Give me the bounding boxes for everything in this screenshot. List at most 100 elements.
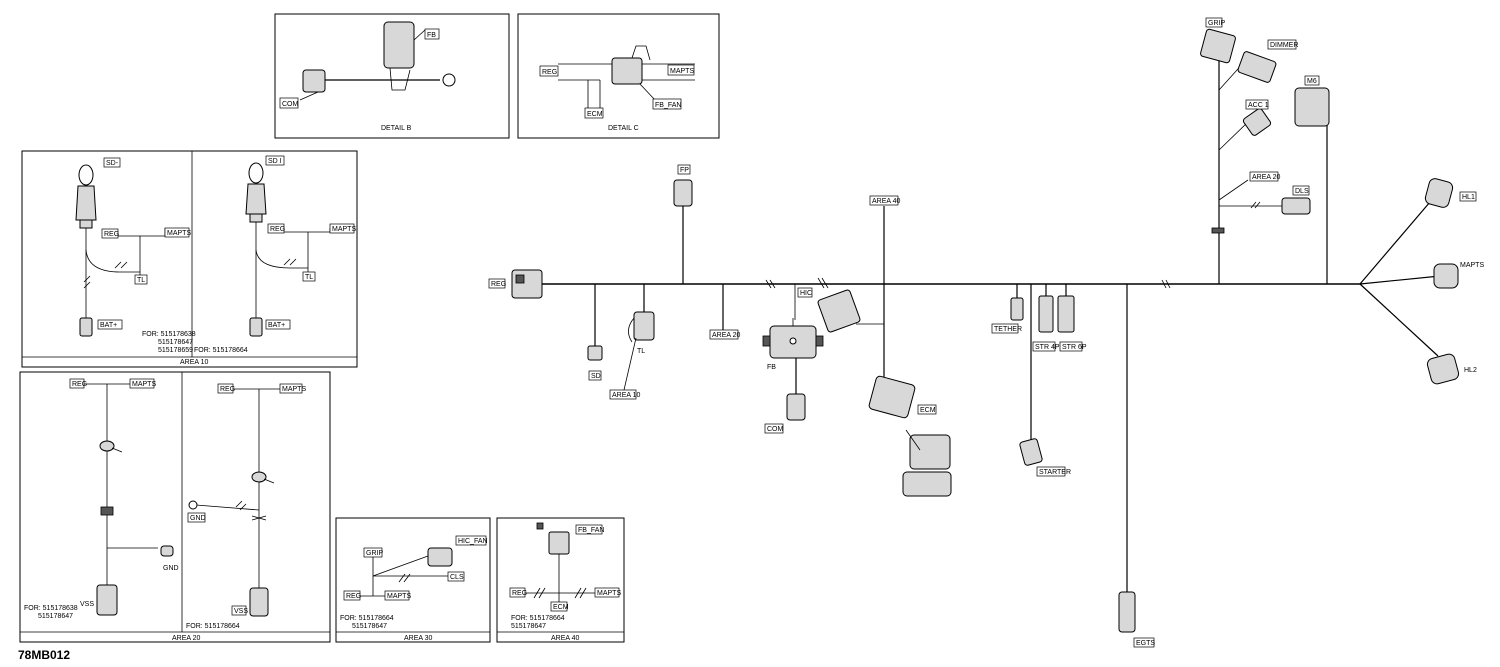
detail-b-fb-label: FB xyxy=(427,32,436,39)
area10-left-note-1: FOR: 515178638 xyxy=(142,331,196,338)
main-harness: REG FP AREA 40 HIC SD TL AREA 10 AR xyxy=(488,17,1484,648)
hl1-connector xyxy=(1424,178,1454,208)
area30-cls-label: CLS xyxy=(450,574,464,581)
grip-connector xyxy=(1200,28,1236,64)
fp-label: FP xyxy=(680,167,689,174)
str6p-label: STR 6P xyxy=(1062,344,1087,351)
area30-note-2: 515178647 xyxy=(352,623,387,630)
area10-right-batplus-label: BAT+ xyxy=(268,322,285,329)
reg-connector xyxy=(511,269,543,299)
drawing-code: 78MB012 xyxy=(18,648,70,662)
hl2-label: HL2 xyxy=(1464,367,1477,374)
m6-label: M6 xyxy=(1307,78,1317,85)
area30-mapts-label: MAPTS xyxy=(387,593,411,600)
area30-hicfan-label: HIC_FAN xyxy=(458,538,488,545)
area40-mapts-label: MAPTS xyxy=(597,590,621,597)
area10-left-mapts-label: MAPTS xyxy=(167,230,191,237)
detail-c-caption: DETAIL C xyxy=(608,125,639,132)
detail-c-fbfan-label: FB_FAN xyxy=(655,102,681,109)
grip-label: GRIP xyxy=(1208,20,1225,27)
area30-note-1: FOR: 515178664 xyxy=(340,615,394,622)
dimmer-connector xyxy=(1237,51,1277,83)
dls-connector xyxy=(1281,197,1311,215)
vss-sensor-left xyxy=(96,584,118,616)
area20-left-reg-label: REG xyxy=(72,381,87,388)
area40-main-label: AREA 40 xyxy=(872,198,901,205)
area40-note-2: 515178647 xyxy=(511,623,546,630)
bat-plus-terminal-left xyxy=(79,317,93,337)
egts-connector xyxy=(1118,591,1136,633)
area10-left-tl-label: TL xyxy=(137,277,145,284)
area40-note-1: FOR: 515178664 xyxy=(511,615,565,622)
area10-left-batplus-label: BAT+ xyxy=(100,322,117,329)
area20-upper-label: AREA 20 xyxy=(1252,174,1281,181)
area20-right-mapts-label: MAPTS xyxy=(282,386,306,393)
mapts-main-label: MAPTS xyxy=(1460,262,1484,269)
sd-connector xyxy=(587,345,603,361)
egts-label: EGTS xyxy=(1136,640,1155,647)
area-20-caption: AREA 20 xyxy=(172,635,201,642)
area10-right-sd-label: SD I xyxy=(268,158,282,165)
sd-key-switch-left xyxy=(78,164,94,186)
area10-main-label: AREA 10 xyxy=(612,392,641,399)
fb-relay-body xyxy=(383,21,415,69)
area30-reg-label: REG xyxy=(346,593,361,600)
ecm-connector-b xyxy=(909,434,951,470)
area-10-caption: AREA 10 xyxy=(180,359,209,366)
dls-label: DLS xyxy=(1295,188,1309,195)
area10-right-mapts-label: MAPTS xyxy=(332,226,356,233)
bat-plus-terminal-right xyxy=(249,317,263,337)
ecm-connector-a xyxy=(868,375,916,419)
area10-left-note-3: 515178659 xyxy=(158,347,193,354)
area10-left-reg-label: REG xyxy=(104,231,119,238)
tl-connector xyxy=(633,311,655,341)
detail-b-com-label: COM xyxy=(282,101,299,108)
area20-main-label: AREA 20 xyxy=(712,332,741,339)
detail-c-reg-label: REG xyxy=(542,69,557,76)
area40-fbfan-label: FB_FAN xyxy=(578,527,604,534)
sd-key-switch-right xyxy=(248,162,264,184)
com-connector xyxy=(302,69,326,93)
hl1-label: HL1 xyxy=(1462,194,1475,201)
ecm-label: ECM xyxy=(920,407,936,414)
area20-left-note-1: FOR: 515178638 xyxy=(24,605,78,612)
reg-label: REG xyxy=(491,281,506,288)
area-20-panel: AREA 20 REG MAPTS GND VSS FOR: 515178638… xyxy=(19,371,331,643)
com-main-connector xyxy=(786,393,806,421)
sd-label: SD xyxy=(591,373,601,380)
area10-right-reg-label: REG xyxy=(270,226,285,233)
fp-connector xyxy=(673,179,693,207)
tether-label: TETHER xyxy=(994,326,1022,333)
area-10-panel: AREA 10 SD- REG MAPTS TL BAT+ FOR: 51517… xyxy=(21,150,358,368)
area20-left-note-2: 515178647 xyxy=(38,613,73,620)
area-30-panel: AREA 30 HIC_FAN GRIP CLS REG MAPTS FOR: … xyxy=(335,517,491,643)
vss-sensor-right xyxy=(249,587,269,617)
area30-grip-label: GRIP xyxy=(366,550,383,557)
hic-fan-connector xyxy=(427,547,453,567)
area-40-panel: AREA 40 FB_FAN REG MAPTS ECM FOR: 515178… xyxy=(496,517,625,643)
starter-label: STARTER xyxy=(1039,469,1071,476)
detail-c-ecm-label: ECM xyxy=(587,111,603,118)
dimmer-label: DIMMER xyxy=(1270,42,1298,49)
area10-right-note: FOR: 515178664 xyxy=(194,347,248,354)
detail-c-mapts-label: MAPTS xyxy=(670,68,694,75)
str-6p-connector xyxy=(1057,295,1075,333)
area10-right-tl-label: TL xyxy=(305,274,313,281)
area20-right-vss-label: VSS xyxy=(234,608,248,615)
str4p-label: STR 4P xyxy=(1035,344,1060,351)
detail-b-caption: DETAIL B xyxy=(381,125,412,132)
hl2-connector xyxy=(1426,353,1460,385)
fb-label: FB xyxy=(767,364,776,371)
area20-left-vss-label: VSS xyxy=(80,601,94,608)
area20-right-note: FOR: 515178664 xyxy=(186,623,240,630)
m6-connector xyxy=(1294,87,1330,127)
area20-left-gnd-label: GND xyxy=(163,565,179,572)
acc1-label: ACC 1 xyxy=(1248,102,1269,109)
area-40-caption: AREA 40 xyxy=(551,635,580,642)
hic-connector xyxy=(817,289,861,333)
tl-label: TL xyxy=(637,348,645,355)
area20-right-gnd-label: GND xyxy=(190,515,206,522)
area20-left-mapts-label: MAPTS xyxy=(132,381,156,388)
starter-connector xyxy=(1019,438,1043,466)
